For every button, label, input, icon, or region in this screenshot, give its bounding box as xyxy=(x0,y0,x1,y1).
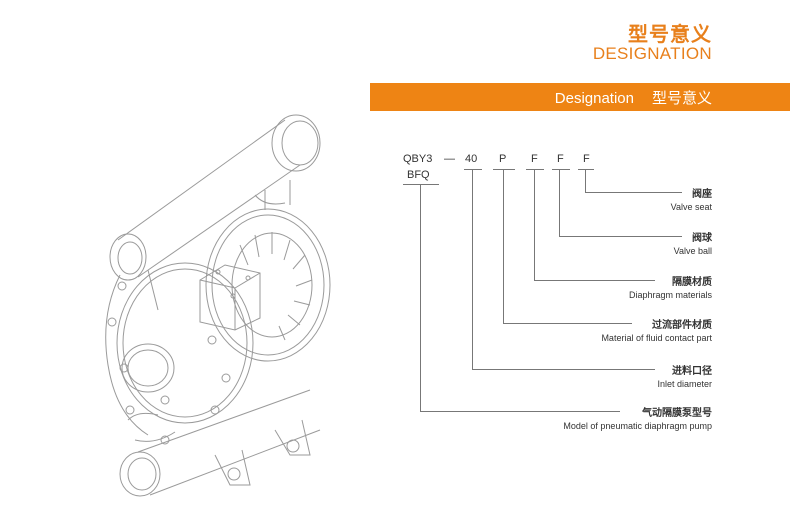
label-cn: 气动隔膜泵型号 xyxy=(642,408,712,419)
label-inlet-diameter: 进料口径 Inlet diameter xyxy=(657,362,712,389)
label-fluid-contact-material: 过流部件材质 Material of fluid contact part xyxy=(601,316,712,343)
label-valve-seat: 阀座 Valve seat xyxy=(671,185,712,212)
left-chamber xyxy=(105,262,254,436)
code-series: QBY3 xyxy=(403,153,433,165)
code-size: 40 xyxy=(465,153,478,165)
top-manifold xyxy=(109,114,321,311)
label-en: Material of fluid contact part xyxy=(601,333,712,343)
label-cn: 隔膜材质 xyxy=(672,277,712,288)
label-pump-model: 气动隔膜泵型号 Model of pneumatic diaphragm pump xyxy=(563,404,712,431)
page-title-cn: 型号意义 xyxy=(628,22,712,46)
code-diaphragm: F xyxy=(531,153,538,165)
code-model: BFQ xyxy=(407,169,430,181)
section-header-band: Designation 型号意义 xyxy=(370,83,790,111)
label-cn: 阀球 xyxy=(692,233,712,244)
label-en: Valve seat xyxy=(670,202,712,212)
label-en: Model of pneumatic diaphragm pump xyxy=(563,421,712,431)
label-diaphragm-materials: 隔膜材质 Diaphragm materials xyxy=(629,273,712,300)
code-ball: F xyxy=(557,153,564,165)
label-cn: 进料口径 xyxy=(672,366,712,377)
right-chamber xyxy=(205,208,331,362)
code-dash: — xyxy=(444,153,455,165)
page-title-en: DESIGNATION xyxy=(592,44,712,63)
band-title-cn: 型号意义 xyxy=(651,89,712,107)
code-material: P xyxy=(499,153,507,165)
label-en: Inlet diameter xyxy=(657,379,712,389)
band-title-en: Designation xyxy=(554,90,634,107)
label-cn: 过流部件材质 xyxy=(652,320,712,331)
label-en: Valve ball xyxy=(673,246,712,256)
label-en: Diaphragm materials xyxy=(628,290,712,300)
center-block xyxy=(199,264,261,331)
bottom-manifold xyxy=(119,389,321,497)
code-seat: F xyxy=(583,153,590,165)
label-valve-ball: 阀球 Valve ball xyxy=(674,229,712,256)
label-cn: 阀座 xyxy=(692,189,712,200)
